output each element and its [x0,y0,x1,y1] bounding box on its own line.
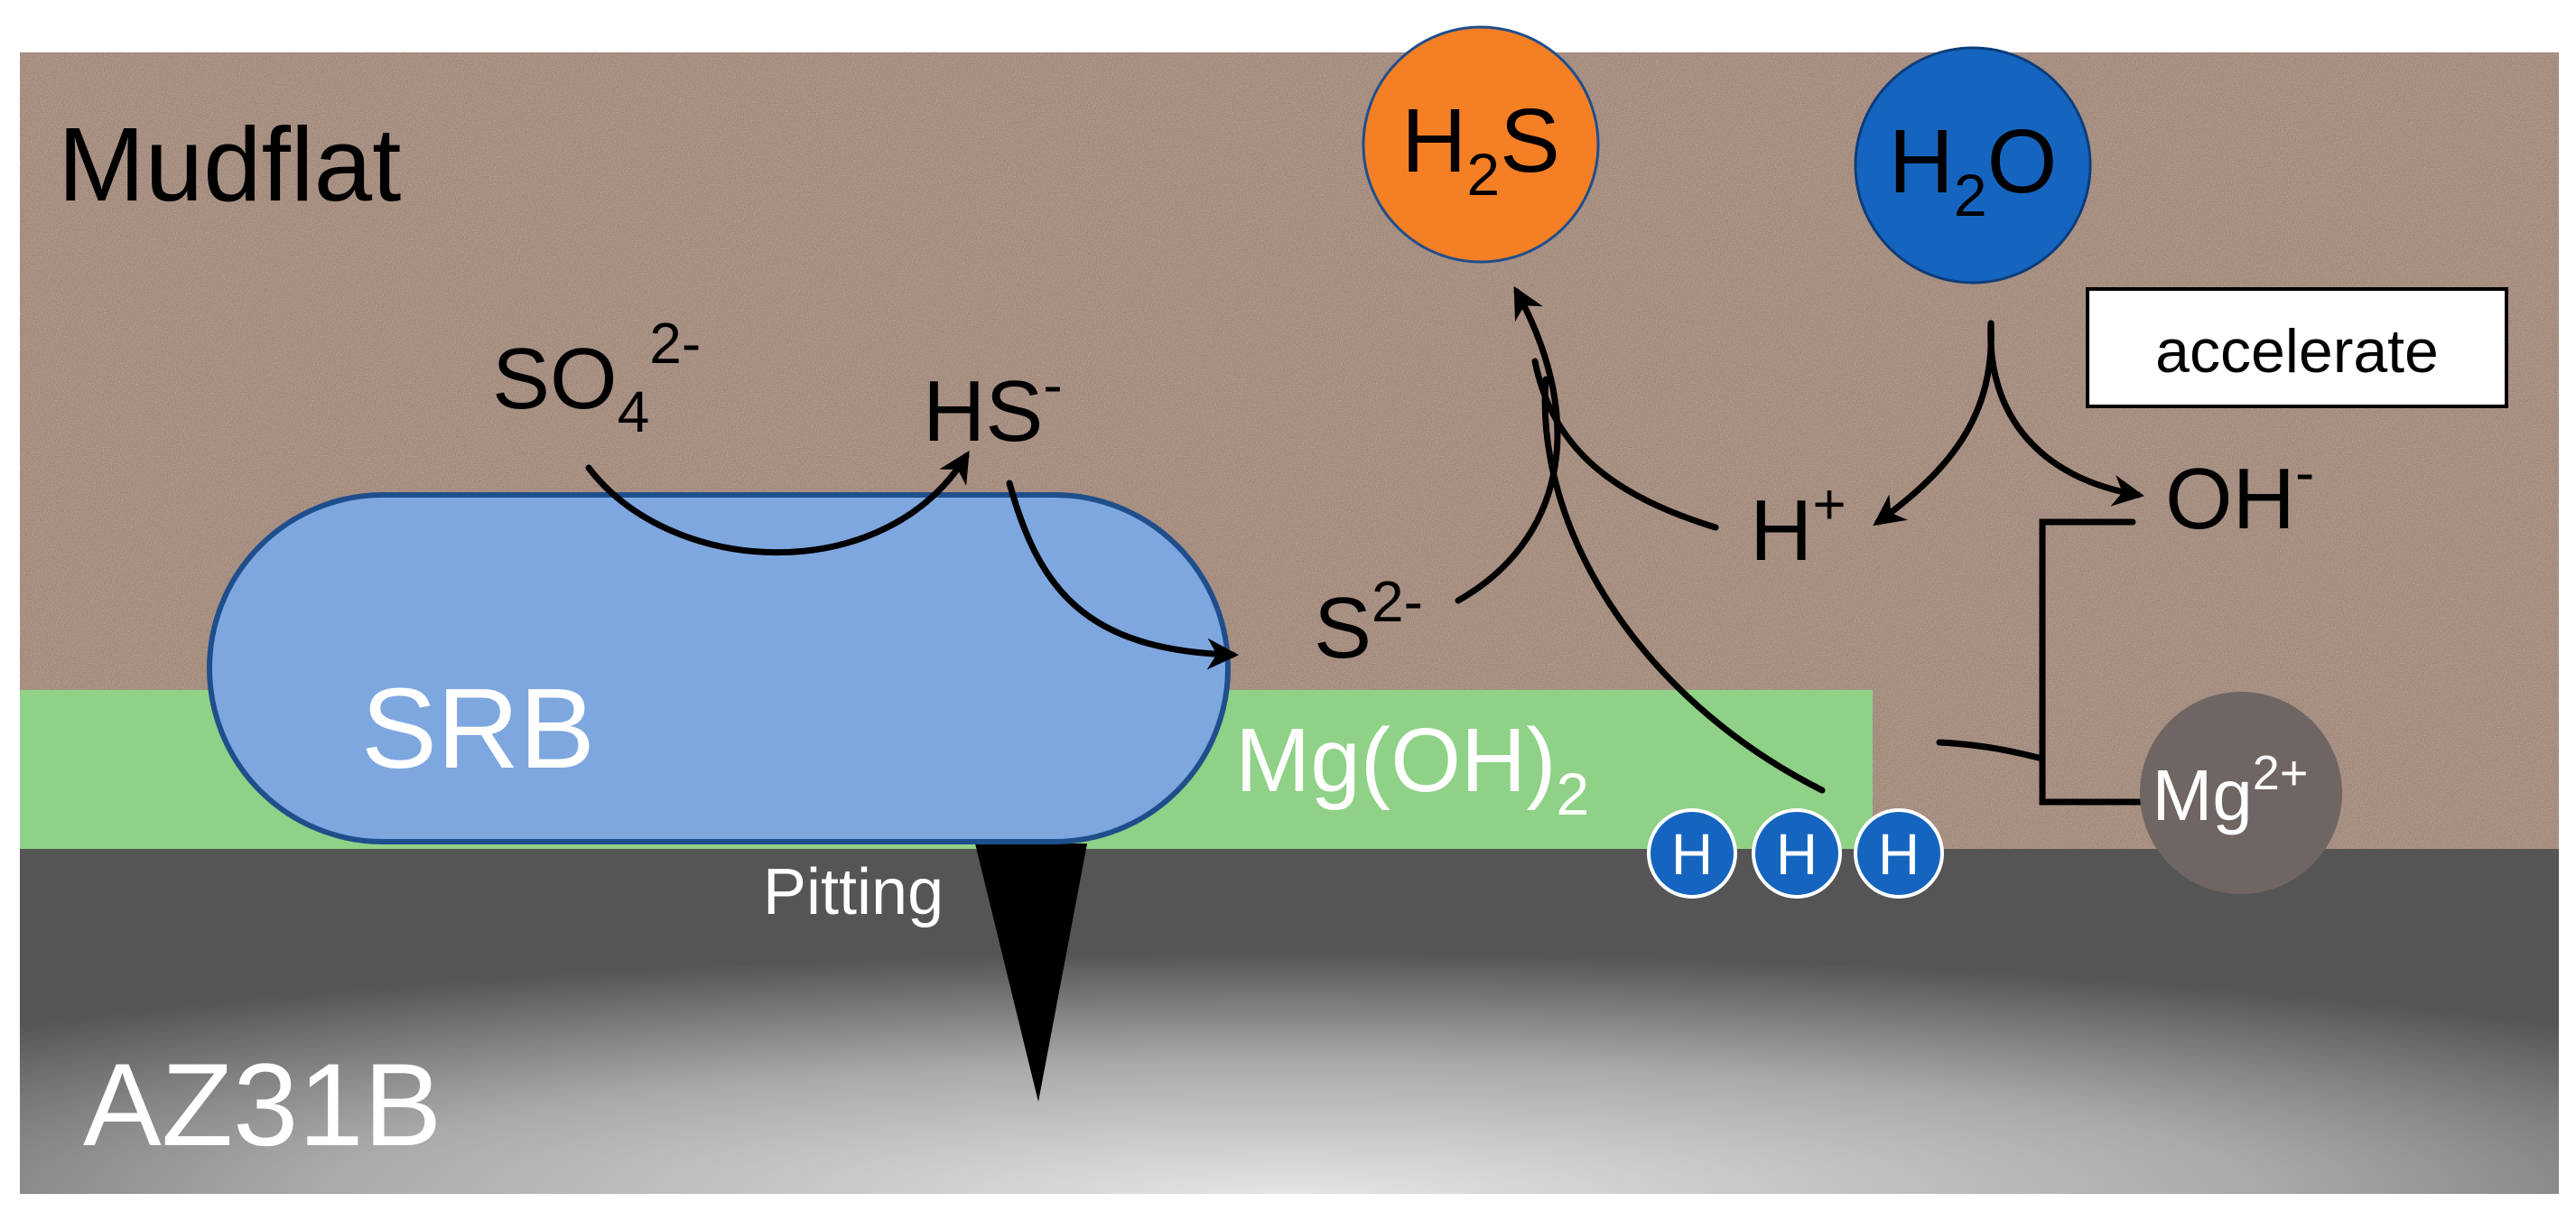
oh-mg-bracket-tip [1936,739,2046,762]
accelerate-box [2086,287,2508,408]
mgoh2-sub: 2 [1557,760,1590,827]
h2s-b: S [1500,90,1560,191]
hplus-sup: + [1812,471,1846,536]
sulfide-sup: 2- [1372,569,1423,634]
sulfate-sup: 2- [649,311,701,376]
sulfate-label: SO42- [492,311,701,444]
hplus-base: H [1750,482,1812,579]
hydrogen-atom-1 [1647,808,1737,899]
hs-sup: - [1043,352,1062,417]
hs-base: HS [923,363,1043,460]
arrow-h2o-to-oh [1987,320,2144,507]
h2o-b: O [1987,111,2058,212]
accelerate-label: accelerate [2155,317,2439,386]
hydroxide-label: OH- [2165,440,2314,547]
az31b-substrate [20,849,2559,1194]
arrow-sulfate-to-hs [585,451,970,556]
h2s-sub: 2 [1466,141,1500,208]
h2s-molecule [1362,25,1600,264]
arrow-hs-to-sulfide [1006,480,1239,670]
mg-ion [2140,692,2342,894]
hydrogen-atom-2-label: H [1776,822,1818,887]
srb-label: SRB [361,665,595,792]
hydrogen-atom-1-label: H [1671,822,1713,887]
mg-ion-base: Mg [2153,755,2253,835]
sulfate-sub: 4 [618,379,650,444]
mudflat-label: Mudflat [58,106,401,223]
pitting-label: Pitting [763,856,944,928]
hs-label: HS- [923,352,1063,460]
pitting-spike [975,844,1087,1102]
mgoh2-label: Mg(OH)2 [1235,710,1589,827]
hydrogen-atom-2 [1752,808,1842,899]
hydrogen-atoms: H H H [1647,808,1944,899]
h2o-label: H2O [1889,111,2058,228]
h2o-molecule [1854,46,2092,284]
az31b-label: AZ31B [83,1039,442,1170]
oh-mg-bracket [2039,518,2154,806]
sulfide-label: S2- [1314,569,1423,676]
hydrogen-atom-3 [1854,808,1944,899]
hplus-label: H+ [1750,471,1846,579]
sulfate-base: SO [492,331,618,427]
arrow-hydrogen-up [1541,376,1826,794]
mg-ion-label: Mg2+ [2153,746,2309,835]
mg-ion-sup: 2+ [2253,746,2309,800]
h2o-a: H [1889,111,1954,212]
h2s-label: H2S [1401,90,1560,208]
hydrogen-atom-3-label: H [1878,822,1920,887]
sulfide-base: S [1314,580,1372,676]
h2s-a: H [1401,90,1466,191]
hydroxide-sup: - [2295,440,2314,505]
hydroxide-base: OH [2165,451,2295,547]
h2o-sub: 2 [1954,162,1987,228]
mgoh2-base: Mg(OH) [1235,710,1557,811]
reaction-arrows [585,285,2154,806]
